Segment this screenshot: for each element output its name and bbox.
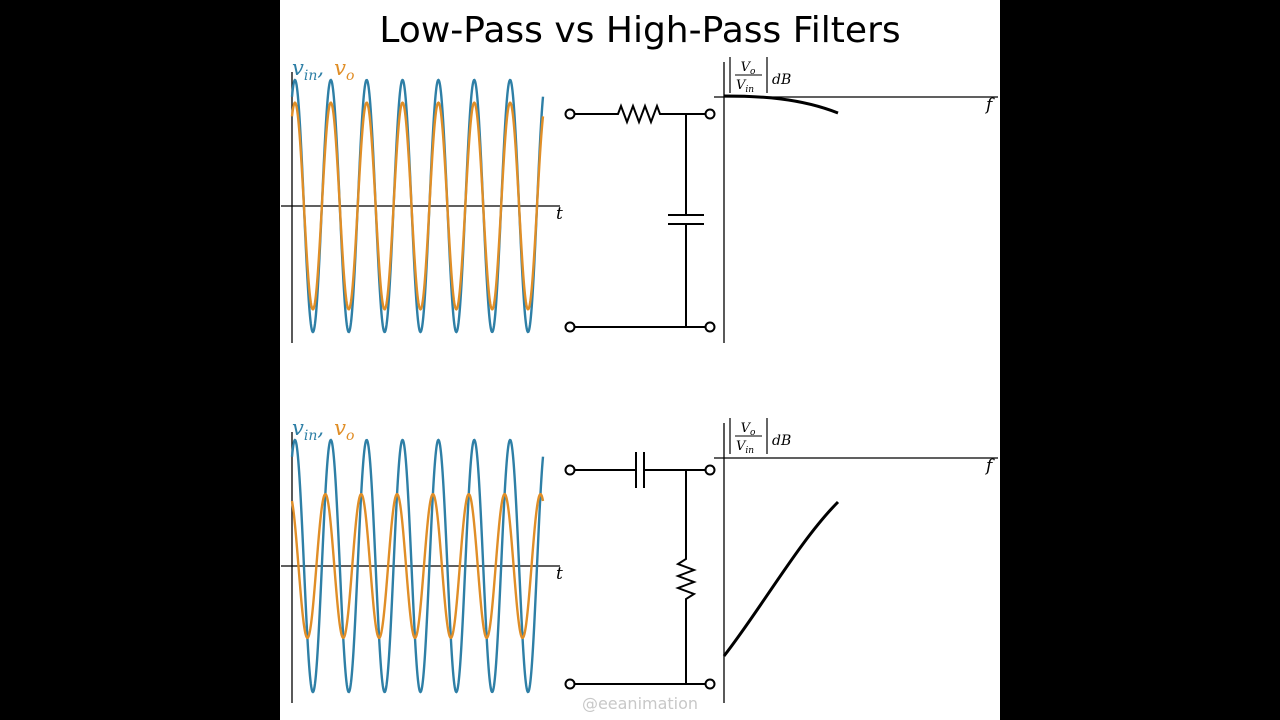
f-axis-label: f — [984, 95, 995, 115]
time-plot-low-pass: t vin,vo — [281, 56, 563, 343]
output-terminal-bottom — [704, 678, 716, 690]
numerator-subscript: o — [750, 67, 756, 77]
vo-legend: v — [334, 416, 346, 440]
resistor-shunt — [675, 470, 697, 684]
vin-legend-subscript: in — [304, 68, 318, 84]
vin-waveform — [290, 438, 545, 694]
white-panel — [280, 0, 1000, 720]
gain-unit: dB — [772, 72, 791, 88]
vin-legend-subscript: in — [304, 428, 318, 444]
low-pass-circuit — [564, 103, 716, 333]
numerator-subscript: o — [750, 428, 756, 438]
gain-numerator: Vo — [741, 60, 756, 77]
input-terminal-bottom — [564, 678, 576, 690]
legend-separator: , — [317, 56, 324, 80]
vo-legend-subscript: o — [346, 68, 354, 84]
vo-legend-subscript: o — [346, 428, 354, 444]
signal-legend: vin,vo — [292, 416, 354, 444]
page-title: Low-Pass vs High-Pass Filters — [379, 10, 900, 51]
watermark: @eeanimation — [582, 694, 698, 713]
vin-legend: v — [292, 56, 304, 80]
output-terminal-top — [704, 464, 716, 476]
denominator-subscript: in — [745, 446, 754, 456]
output-terminal-top — [704, 108, 716, 120]
vin-legend: v — [292, 416, 304, 440]
numerator-symbol: V — [741, 60, 752, 75]
output-terminal-bottom — [704, 321, 716, 333]
low-pass-section: t vin,vo f Vo — [281, 56, 998, 343]
high-pass-section: t vin,vo f Vo Vin — [281, 416, 998, 703]
denominator-symbol: V — [736, 78, 747, 93]
t-axis-label: t — [556, 204, 563, 224]
vo-waveform — [290, 101, 545, 311]
gain-numerator: Vo — [741, 421, 756, 438]
magnitude-curve — [723, 94, 839, 115]
input-terminal-bottom — [564, 321, 576, 333]
vo-waveform — [290, 492, 545, 640]
signal-legend: vin,vo — [292, 56, 354, 84]
t-axis-label: t — [556, 564, 563, 584]
bode-plot-high-pass: f Vo Vin dB — [714, 418, 998, 703]
input-terminal-top — [564, 108, 576, 120]
gain-denominator: Vin — [736, 78, 754, 95]
f-axis-label: f — [984, 456, 995, 476]
input-terminal-top — [564, 464, 576, 476]
gain-denominator: Vin — [736, 439, 754, 456]
magnitude-curve — [722, 500, 840, 657]
legend-separator: , — [317, 416, 324, 440]
vo-legend: v — [334, 56, 346, 80]
gain-unit: dB — [772, 433, 791, 449]
resistor-series — [574, 103, 706, 125]
numerator-symbol: V — [741, 421, 752, 436]
time-plot-high-pass: t vin,vo — [281, 416, 563, 703]
denominator-symbol: V — [736, 439, 747, 454]
high-pass-circuit — [564, 452, 716, 690]
denominator-subscript: in — [745, 85, 754, 95]
bode-plot-low-pass: f Vo Vin dB — [714, 57, 998, 343]
